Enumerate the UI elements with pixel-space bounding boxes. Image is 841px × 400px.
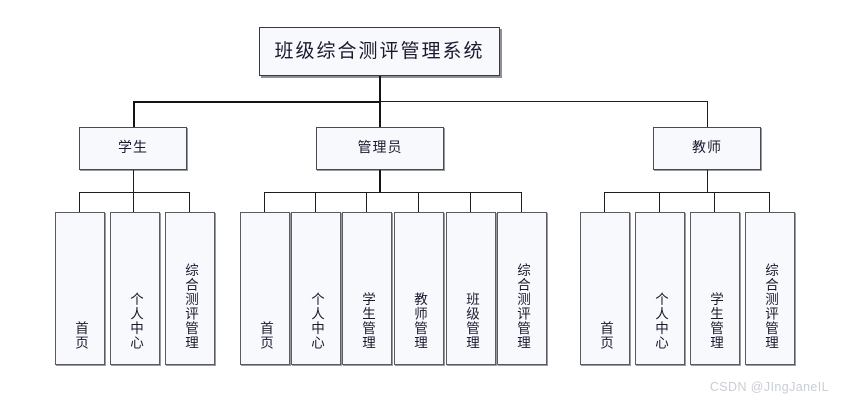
connector-admin-child-3 — [418, 192, 419, 212]
leaf-node-admin-1[interactable]: 个人中心 — [291, 212, 341, 365]
leaf-node-student-0-label: 首页 — [72, 321, 88, 350]
connector-drop-admin — [379, 101, 381, 127]
role-node-admin-label: 管理员 — [357, 140, 403, 156]
connector-student-child-2 — [189, 192, 190, 212]
leaf-node-admin-2[interactable]: 学生管理 — [342, 212, 392, 365]
role-node-teacher[interactable]: 教师 — [653, 127, 761, 170]
leaf-node-teacher-2-label: 学生管理 — [707, 292, 723, 350]
leaf-node-student-1[interactable]: 个人中心 — [110, 212, 160, 365]
connector-teacher-stem — [707, 170, 708, 192]
leaf-node-admin-4-label: 班级管理 — [463, 292, 479, 350]
leaf-node-teacher-1[interactable]: 个人中心 — [635, 212, 685, 365]
connector-drop-student — [133, 101, 135, 127]
leaf-node-teacher-3-label: 综合测评管理 — [762, 263, 778, 350]
connector-teacher-child-0 — [604, 192, 605, 212]
connector-admin-bus — [264, 192, 522, 193]
leaf-node-admin-3-label: 教师管理 — [411, 292, 427, 350]
connector-teacher-child-3 — [769, 192, 770, 212]
connector-main-bus-right — [380, 101, 708, 102]
watermark-text: CSDN @JIngJaneIL — [709, 380, 829, 394]
leaf-node-admin-0-label: 首页 — [257, 321, 273, 350]
leaf-node-student-1-label: 个人中心 — [127, 292, 143, 350]
leaf-node-admin-5-label: 综合测评管理 — [514, 263, 530, 350]
connector-admin-stem — [379, 170, 381, 192]
leaf-node-admin-2-label: 学生管理 — [359, 292, 375, 350]
root-node-label: 班级综合测评管理系统 — [274, 41, 485, 62]
connector-root-stem — [379, 76, 381, 102]
role-node-student-label: 学生 — [118, 140, 148, 156]
connector-drop-teacher — [707, 101, 708, 127]
connector-student-child-0 — [79, 192, 80, 212]
leaf-node-admin-1-label: 个人中心 — [308, 292, 324, 350]
connector-student-stem — [133, 170, 134, 192]
leaf-node-admin-0[interactable]: 首页 — [240, 212, 290, 365]
connector-admin-child-5 — [521, 192, 522, 212]
role-node-teacher-label: 教师 — [692, 140, 722, 156]
leaf-node-admin-4[interactable]: 班级管理 — [446, 212, 496, 365]
connector-main-bus — [133, 101, 381, 103]
connector-teacher-bus — [604, 192, 770, 193]
connector-student-child-1 — [133, 192, 134, 212]
connector-admin-child-2 — [366, 192, 367, 212]
leaf-node-teacher-2[interactable]: 学生管理 — [690, 212, 740, 365]
connector-admin-child-4 — [470, 192, 471, 212]
root-node-system[interactable]: 班级综合测评管理系统 — [259, 27, 500, 76]
connector-teacher-child-2 — [714, 192, 715, 212]
role-node-student[interactable]: 学生 — [79, 127, 187, 170]
leaf-node-admin-3[interactable]: 教师管理 — [394, 212, 444, 365]
leaf-node-teacher-0[interactable]: 首页 — [580, 212, 630, 365]
leaf-node-teacher-0-label: 首页 — [597, 321, 613, 350]
leaf-node-student-2-label: 综合测评管理 — [182, 263, 198, 350]
connector-teacher-child-1 — [659, 192, 660, 212]
leaf-node-student-0[interactable]: 首页 — [55, 212, 105, 365]
leaf-node-teacher-1-label: 个人中心 — [652, 292, 668, 350]
leaf-node-admin-5[interactable]: 综合测评管理 — [497, 212, 547, 365]
connector-admin-child-1 — [315, 192, 316, 212]
leaf-node-student-2[interactable]: 综合测评管理 — [165, 212, 215, 365]
connector-admin-child-0 — [264, 192, 265, 212]
role-node-admin[interactable]: 管理员 — [316, 127, 444, 170]
leaf-node-teacher-3[interactable]: 综合测评管理 — [745, 212, 795, 365]
connector-student-bus — [79, 192, 190, 193]
